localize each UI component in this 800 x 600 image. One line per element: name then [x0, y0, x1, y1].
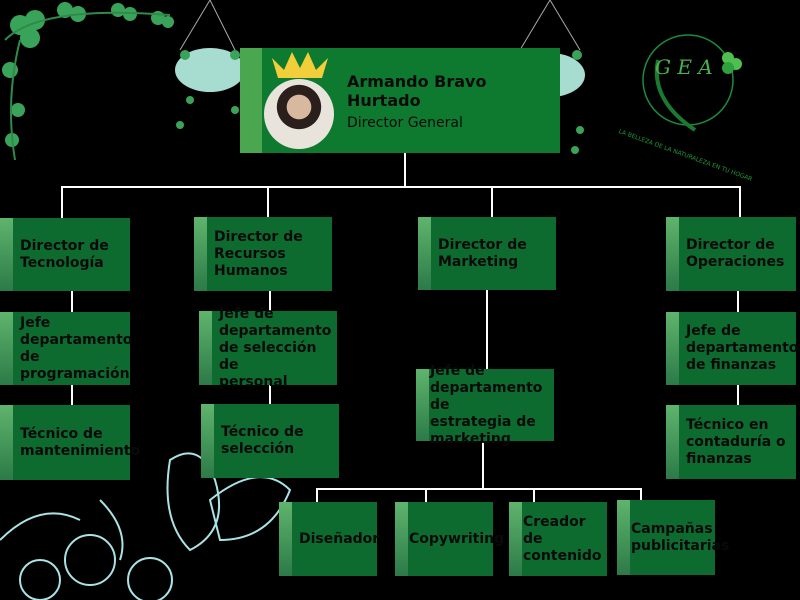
logo-letters: G E A — [655, 55, 713, 79]
connector — [316, 488, 642, 490]
connector — [640, 488, 642, 502]
connector — [425, 488, 427, 502]
director-marketing-box: Director de Marketing — [418, 217, 556, 290]
box-label: Jefe de departamento de selección de per… — [219, 305, 332, 390]
creador-contenido-box: Creador de contenido — [509, 502, 607, 576]
box-label: Creador de contenido — [523, 513, 602, 564]
box-label: Campañas publicitarias — [631, 520, 730, 554]
tecnico-contaduria-box: Técnico en contaduría o finanzas — [666, 405, 796, 479]
logo-wreath-icon — [642, 34, 742, 132]
campanas-publicitarias-box: Campañas publicitarias — [617, 500, 729, 575]
box-label: Técnico de mantenimiento — [20, 425, 141, 459]
box-label: Copywriting — [409, 530, 505, 547]
box-label: Jefe de departamento de finanzas — [686, 323, 799, 373]
disenador-box: Diseñador — [279, 502, 380, 576]
avatar — [264, 79, 334, 149]
person-role: Director General — [347, 115, 463, 131]
director-tecnologia-box: Director de Tecnología — [0, 218, 130, 291]
box-label: Director de Recursos Humanos — [214, 228, 303, 279]
connector — [482, 441, 484, 489]
tecnico-seleccion-box: Técnico de selección — [201, 404, 339, 478]
jefe-programacion-box: Jefe departamento de programación — [0, 312, 133, 385]
director-general-card: Armando Bravo Hurtado Director General — [240, 48, 560, 153]
jefe-estrategia-box: Jefe de departamento de estrategia de ma… — [416, 363, 554, 447]
connector — [491, 186, 493, 218]
director-operaciones-box: Director de Operaciones — [666, 217, 796, 291]
tecnico-mantenimiento-box: Técnico de mantenimiento — [0, 405, 140, 480]
connector — [486, 290, 488, 369]
box-label: Director de Marketing — [438, 237, 527, 270]
clover-decoration-icon — [2, 2, 174, 161]
connector — [404, 153, 406, 187]
gea-logo: G E A LA BELLEZA DE LA NATURALEZA EN TU … — [618, 30, 760, 183]
connector — [533, 488, 535, 502]
jefe-finanzas-box: Jefe de departamento de finanzas — [666, 312, 799, 385]
box-label: Técnico en contaduría o finanzas — [686, 416, 786, 467]
connector — [61, 186, 741, 188]
flower-outline-decoration-icon — [0, 452, 292, 600]
director-rrhh-box: Director de Recursos Humanos — [194, 217, 332, 291]
box-label: Jefe departamento de programación — [20, 314, 133, 382]
box-label: Director de Operaciones — [686, 237, 785, 270]
connector — [316, 488, 318, 502]
copywriting-box: Copywriting — [395, 502, 504, 576]
connector — [267, 186, 269, 218]
crown-icon — [272, 52, 328, 78]
box-label: Jefe de departamento de estrategia de ma… — [430, 362, 543, 447]
card-accent-stripe — [240, 48, 262, 153]
box-label: Director de Tecnología — [20, 237, 109, 271]
jefe-seleccion-box: Jefe de departamento de selección de per… — [199, 306, 337, 390]
connector — [739, 186, 741, 218]
person-name: Armando Bravo Hurtado — [347, 72, 487, 110]
hanging-plant-left-icon — [175, 0, 245, 129]
box-label: Técnico de selección — [221, 424, 304, 457]
connector — [61, 186, 63, 218]
box-label: Diseñador — [299, 530, 380, 547]
